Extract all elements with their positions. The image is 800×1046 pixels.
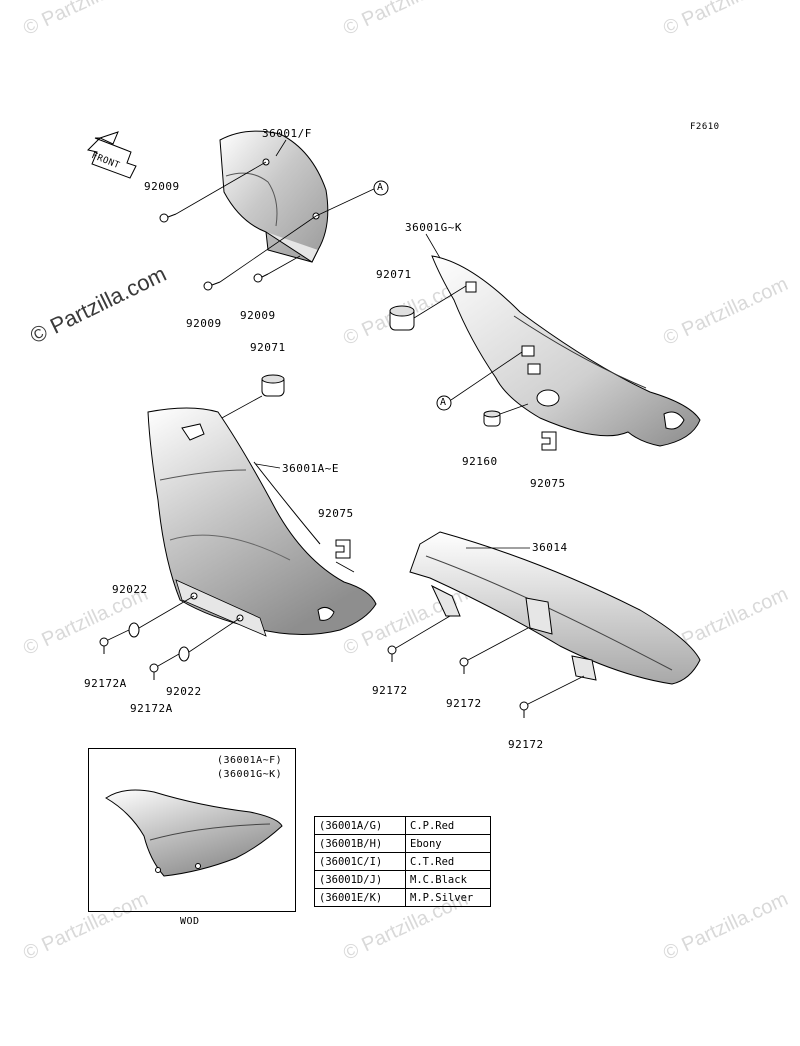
inset-cover-drawing: [105, 789, 283, 877]
clip-icon: [541, 431, 557, 451]
label-92009-lower-left: 92009: [186, 317, 222, 330]
washer-icon: [178, 646, 190, 662]
callout-a: A: [440, 397, 447, 408]
color-table-color: M.P.Silver: [405, 888, 491, 907]
bolt-icon: [519, 701, 529, 718]
color-table-row: (36001B/H)Ebony: [314, 834, 491, 853]
label-92071-right: 92071: [376, 268, 412, 281]
chain-cover-part: [409, 531, 701, 685]
bolt-icon: [159, 213, 177, 223]
label-92172a-1: 92172A: [84, 677, 127, 690]
grommet-icon: [261, 374, 285, 397]
grommet-icon: [389, 305, 415, 331]
callout-a-icon: [436, 395, 452, 411]
washer-icon: [128, 622, 140, 638]
callout-a-icon: [373, 180, 389, 196]
color-table-color: M.C.Black: [405, 870, 491, 889]
label-92022-upper: 92022: [112, 583, 148, 596]
inset-caption: WOD: [180, 916, 200, 927]
clip-icon: [335, 539, 351, 559]
label-36001-f: 36001/F: [262, 127, 312, 140]
bolt-icon: [203, 281, 221, 291]
label-36001a-e: 36001A~E: [282, 462, 339, 475]
color-table: (36001A/G)C.P.Red(36001B/H)Ebony(36001C/…: [314, 816, 491, 907]
label-92172a-2: 92172A: [130, 702, 173, 715]
damper-icon: [483, 410, 501, 427]
front-cover-part: [219, 130, 329, 263]
label-36001g-k: 36001G~K: [405, 221, 462, 234]
inset-ref-2: (36001G~K): [217, 769, 283, 780]
bolt-icon: [99, 637, 109, 654]
color-table-row: (36001A/G)C.P.Red: [314, 816, 491, 835]
label-92071-left: 92071: [250, 341, 286, 354]
label-36014: 36014: [532, 541, 568, 554]
color-table-color: Ebony: [405, 834, 491, 853]
bolt-icon: [253, 273, 269, 283]
color-table-row: (36001C/I)C.T.Red: [314, 852, 491, 871]
left-side-cover-part: [147, 407, 377, 637]
label-92172-1: 92172: [372, 684, 408, 697]
color-table-code: (36001D/J): [314, 870, 406, 889]
label-92075-left: 92075: [318, 507, 354, 520]
label-92009-top: 92009: [144, 180, 180, 193]
color-table-code: (36001A/G): [314, 816, 406, 835]
bolt-icon: [387, 645, 397, 662]
color-table-color: C.T.Red: [405, 852, 491, 871]
label-92075-right: 92075: [530, 477, 566, 490]
front-arrow-icon: [87, 131, 137, 179]
bolt-icon: [459, 657, 469, 674]
label-92009-lower-right: 92009: [240, 309, 276, 322]
color-table-row: (36001D/J)M.C.Black: [314, 870, 491, 889]
color-table-code: (36001E/K): [314, 888, 406, 907]
color-table-color: C.P.Red: [405, 816, 491, 835]
label-92160: 92160: [462, 455, 498, 468]
color-table-code: (36001C/I): [314, 852, 406, 871]
right-side-cover-part: [431, 255, 701, 447]
diagram-id: F2610: [690, 122, 720, 132]
bolt-icon: [149, 663, 159, 680]
color-table-code: (36001B/H): [314, 834, 406, 853]
inset-ref-1: (36001A~F): [217, 755, 283, 766]
inset-box: (36001A~F) (36001G~K): [88, 748, 296, 912]
callout-a: A: [377, 182, 384, 193]
label-92172-2: 92172: [446, 697, 482, 710]
color-table-row: (36001E/K)M.P.Silver: [314, 888, 491, 907]
label-92172-3: 92172: [508, 738, 544, 751]
label-92022-lower: 92022: [166, 685, 202, 698]
